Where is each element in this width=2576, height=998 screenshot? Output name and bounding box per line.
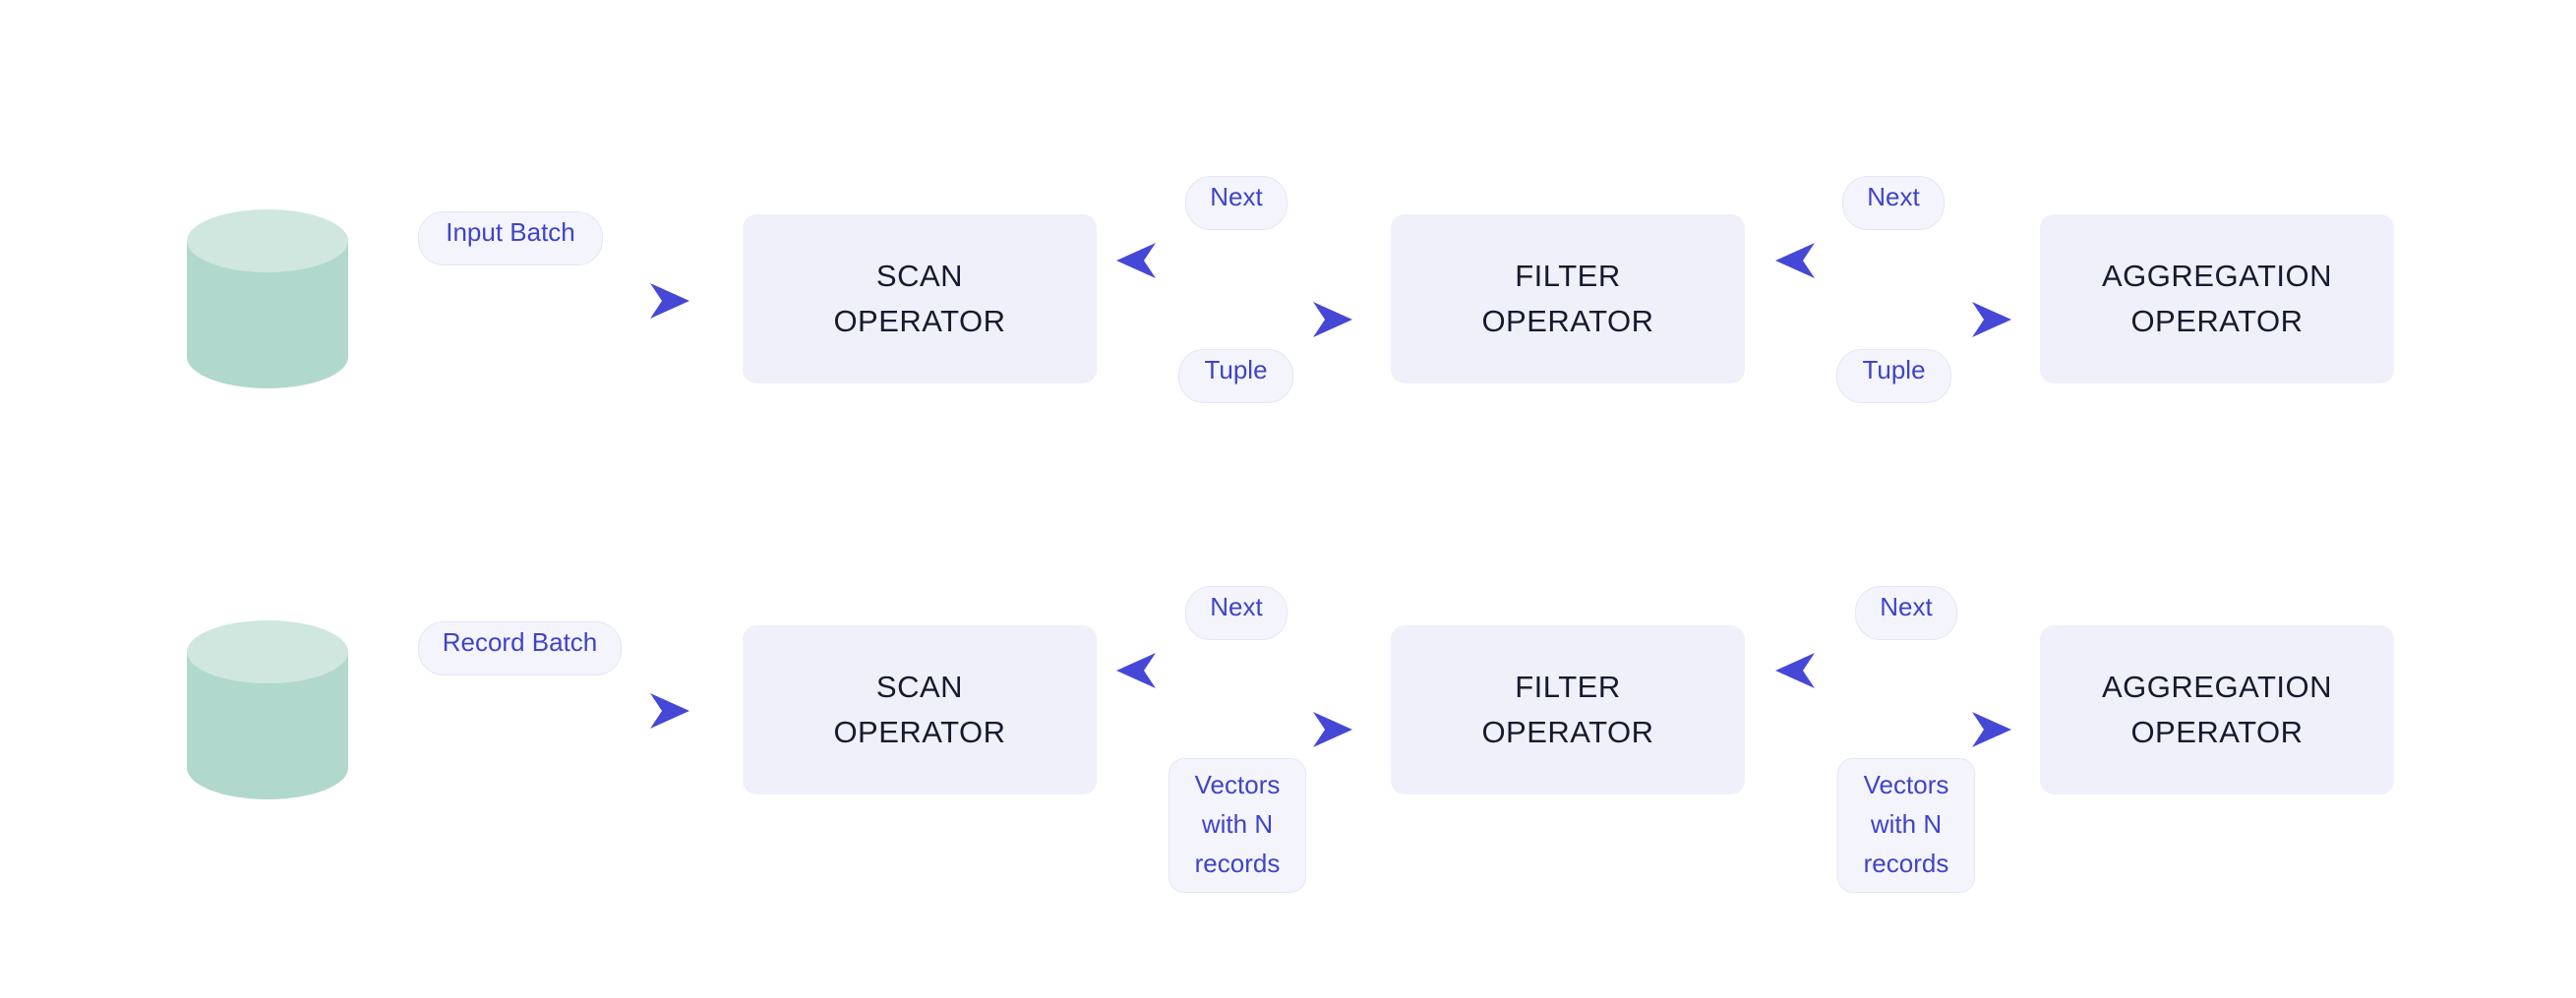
response-line-1: Vectors bbox=[1863, 770, 1949, 799]
filter-operator-label: FILTER OPERATOR bbox=[1481, 670, 1654, 749]
filter-aggregation-request-pill: Next bbox=[1842, 176, 1945, 230]
scan-operator-box: SCAN OPERATOR bbox=[743, 214, 1097, 383]
request-label: Next bbox=[1210, 182, 1263, 211]
database-icon bbox=[187, 209, 348, 388]
aggregation-operator-box: AGGREGATION OPERATOR bbox=[2040, 214, 2394, 383]
aggregation-to-filter-next-arrow bbox=[1775, 243, 2011, 278]
filter-aggregation-response-pill: Vectors with N records bbox=[1837, 758, 1975, 893]
scan-operator-box: SCAN OPERATOR bbox=[743, 625, 1097, 794]
filter-operator-box: FILTER OPERATOR bbox=[1391, 625, 1745, 794]
response-label: Tuple bbox=[1204, 355, 1268, 384]
filter-to-aggregation-tuple-arrow bbox=[1775, 302, 2011, 337]
scan-operator-label: SCAN OPERATOR bbox=[833, 259, 1006, 338]
aggregation-operator-label: AGGREGATION OPERATOR bbox=[2101, 259, 2332, 338]
source-label-pill: Input Batch bbox=[418, 211, 603, 265]
scan-filter-request-pill: Next bbox=[1185, 176, 1288, 230]
request-label: Next bbox=[1880, 592, 1933, 621]
source-to-scan-arrow bbox=[389, 693, 689, 729]
scan-filter-response-pill: Vectors with N records bbox=[1168, 758, 1306, 893]
aggregation-to-filter-next-arrow bbox=[1775, 653, 2011, 688]
response-line-1: Vectors bbox=[1194, 770, 1281, 799]
source-label-pill: Record Batch bbox=[418, 621, 622, 675]
filter-to-scan-next-arrow bbox=[1116, 243, 1352, 278]
scan-to-filter-tuple-arrow bbox=[1116, 302, 1352, 337]
source-label: Input Batch bbox=[446, 217, 575, 247]
scan-operator-label: SCAN OPERATOR bbox=[833, 670, 1006, 749]
source-to-scan-arrow bbox=[389, 283, 689, 319]
filter-aggregation-request-pill: Next bbox=[1855, 586, 1957, 640]
scan-to-filter-vectors-arrow bbox=[1116, 712, 1352, 747]
database-icon bbox=[187, 620, 348, 799]
scan-filter-request-pill: Next bbox=[1185, 586, 1288, 640]
source-label: Record Batch bbox=[442, 627, 598, 657]
request-label: Next bbox=[1867, 182, 1920, 211]
filter-operator-box: FILTER OPERATOR bbox=[1391, 214, 1745, 383]
scan-filter-response-pill: Tuple bbox=[1178, 349, 1293, 403]
response-label: Tuple bbox=[1862, 355, 1926, 384]
response-line-3: records bbox=[1194, 849, 1281, 878]
filter-operator-label: FILTER OPERATOR bbox=[1481, 259, 1654, 338]
filter-to-aggregation-vectors-arrow bbox=[1775, 712, 2011, 747]
response-line-2: with N bbox=[1870, 809, 1943, 839]
response-line-3: records bbox=[1863, 849, 1949, 878]
aggregation-operator-label: AGGREGATION OPERATOR bbox=[2101, 670, 2332, 749]
filter-aggregation-response-pill: Tuple bbox=[1836, 349, 1951, 403]
aggregation-operator-box: AGGREGATION OPERATOR bbox=[2040, 625, 2394, 794]
response-line-2: with N bbox=[1201, 809, 1274, 839]
request-label: Next bbox=[1210, 592, 1263, 621]
filter-to-scan-next-arrow bbox=[1116, 653, 1352, 688]
